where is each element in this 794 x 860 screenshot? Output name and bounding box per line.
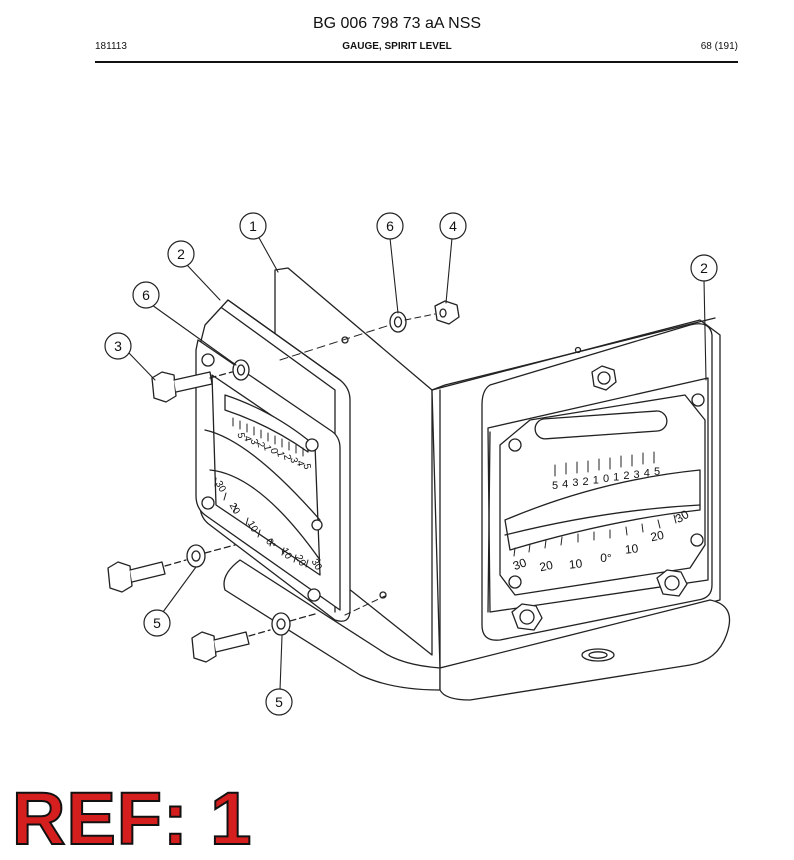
- callout-label: 6: [142, 287, 150, 303]
- callout-label: 1: [249, 218, 257, 234]
- callout-label: 6: [386, 218, 394, 234]
- gauge-right-arc-scale-label: 30: [673, 507, 692, 526]
- gauge-right-arc-scale-label: 20: [649, 528, 665, 545]
- gauge-right-top-scale-label: 2: [623, 470, 629, 482]
- gauge-right-top-scale-label: 5: [552, 480, 558, 492]
- callout-bubble: [167, 240, 195, 268]
- callout-bubble: [376, 212, 404, 240]
- gauge-left-top-scale-label: 5: [301, 463, 313, 471]
- gauge-right-top-scale-label: 2: [583, 476, 589, 488]
- washer-item-6-top: [389, 311, 407, 333]
- gauge-left-arc-scale-label: 30: [213, 479, 228, 495]
- leader-lines: [127, 235, 707, 691]
- gauge-right-top-scale-label: 5: [654, 466, 660, 478]
- bolt-item-5-lower: [191, 612, 316, 663]
- gauge-left-top-scale-label: 2: [254, 441, 266, 449]
- bolt-item-3: [151, 371, 233, 403]
- callout-label: 2: [177, 246, 185, 262]
- gauge-right-top-scale-label: 1: [613, 472, 619, 484]
- gauge-left-top-scale-label: 1: [274, 450, 286, 458]
- washer-item-6-left: [232, 359, 250, 381]
- callout-bubbles: 1 2 2 3 4 5 5 6 6: [104, 212, 718, 716]
- gauge-left-arc-scale-label: 30: [309, 557, 324, 573]
- page-number: 68 (191): [700, 41, 738, 52]
- gauge-left-top-scale-label: 1: [261, 444, 273, 452]
- gauge-left-arc-scale-label: 10: [279, 546, 294, 562]
- left-gauge-assembly: [195, 299, 351, 622]
- gauge-left-top-scale-label: 2: [281, 454, 293, 462]
- nut-item-4: [434, 300, 460, 325]
- callout-label: 2: [700, 260, 708, 276]
- gauge-right-top-scale-label: 4: [562, 479, 568, 491]
- gauge-right-arc-scale-label: 30: [511, 555, 529, 573]
- gauge-right-top-scale-label: 3: [634, 469, 640, 481]
- gauge-right-arc-scale-label: 10: [624, 541, 639, 556]
- gauge-right-arc-scale-label: 10: [568, 556, 583, 571]
- callout-bubble: [439, 212, 467, 240]
- gauge-right-arc-scale-label: 0°: [600, 551, 612, 565]
- gauge-right-top-scale-label: 3: [572, 477, 578, 489]
- gauge-right-top-scale-label: 1: [593, 474, 599, 486]
- callout-bubble: [265, 688, 293, 716]
- callout-label: 3: [114, 338, 122, 354]
- part-name: GAUGE, SPIRIT LEVEL: [342, 41, 452, 52]
- right-gauge-assembly: [481, 323, 713, 641]
- callout-label: 5: [275, 694, 283, 710]
- callout-bubble: [690, 254, 718, 282]
- document-title: BG 006 798 73 aA NSS: [312, 15, 482, 32]
- callout-label: 5: [153, 615, 161, 631]
- gauge-left-arc-scale-label: 0°: [263, 537, 277, 551]
- callout-label: 4: [449, 218, 457, 234]
- gauge-right-arc-scale-label: 20: [538, 558, 554, 575]
- gauge-left-arc-scale-label: 10: [245, 519, 260, 535]
- callout-bubble: [239, 212, 267, 240]
- gauge-left-arc-scale-label: 20: [293, 553, 308, 569]
- bolt-item-5-upper: [107, 544, 236, 593]
- reference-label: REF: 1: [11, 777, 253, 860]
- gauge-left-top-scale-label: 3: [287, 457, 299, 465]
- gauge-left-top-scale-label: 4: [241, 435, 253, 443]
- callout-bubble: [104, 332, 132, 360]
- gauge-left-top-scale-label: 3: [248, 438, 260, 446]
- gauge-left-arc-scale-label: 20: [227, 501, 242, 517]
- gauge-right-top-scale-label: 0: [603, 473, 609, 485]
- gauge-left-top-scale-label: 5: [235, 432, 247, 440]
- gauge-left-top-scale-label: 0: [268, 447, 280, 455]
- date-code: 181113: [95, 41, 127, 52]
- gauge-left-top-scale-label: 4: [294, 460, 306, 468]
- callout-bubble: [132, 281, 160, 309]
- header-rule: [95, 61, 738, 63]
- gauge-right-top-scale-label: 4: [644, 467, 650, 479]
- callout-bubble: [143, 609, 171, 637]
